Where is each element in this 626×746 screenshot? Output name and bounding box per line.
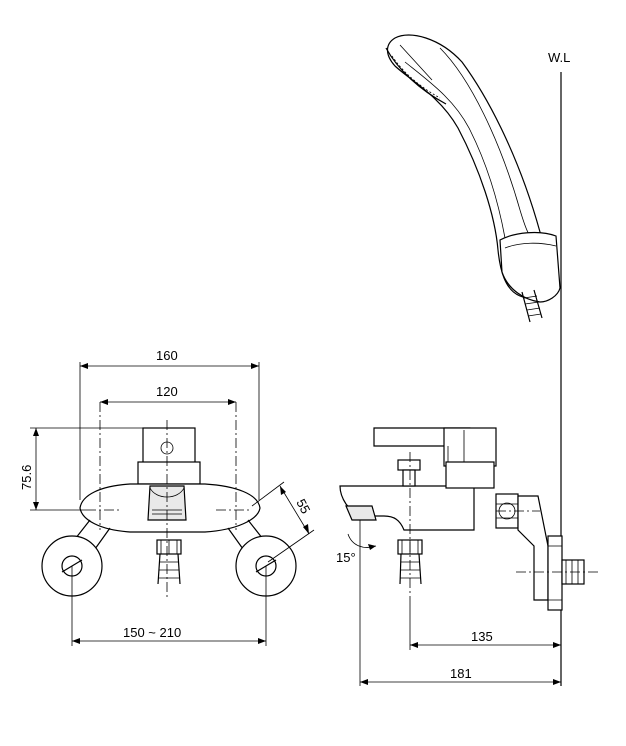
angle-15-label: 15° <box>336 550 356 565</box>
dim-135-label: 135 <box>471 629 493 644</box>
dimension-75-6: 75.6 <box>19 427 143 511</box>
dim-150-210-label: 150 ~ 210 <box>123 625 181 640</box>
side-view <box>339 427 600 611</box>
dim-181-label: 181 <box>450 666 472 681</box>
dimension-160: 160 <box>79 348 260 500</box>
dimension-150-210: 150 ~ 210 <box>71 566 267 646</box>
front-view <box>41 402 297 600</box>
hand-shower <box>385 34 561 323</box>
front-top-block <box>142 427 196 467</box>
water-line-label: W.L <box>548 50 570 65</box>
dim-120-label: 120 <box>156 384 178 399</box>
dim-75-6-label: 75.6 <box>19 465 34 490</box>
dimension-55: 55 <box>251 481 315 563</box>
angle-15deg: 15° <box>336 520 377 686</box>
dimension-120: 120 <box>100 384 236 405</box>
dimension-135: 135 <box>409 600 561 650</box>
dim-55-label: 55 <box>293 496 313 516</box>
dim-160-label: 160 <box>156 348 178 363</box>
dimension-181: 181 <box>360 666 561 685</box>
